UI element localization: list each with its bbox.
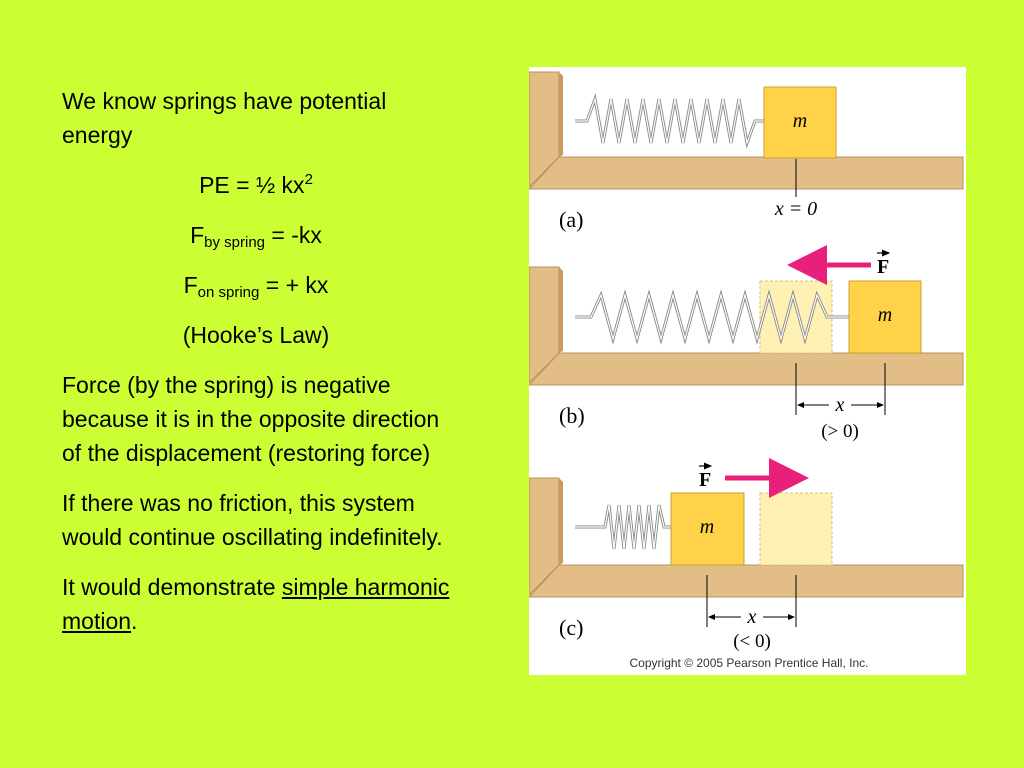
copyright-text: Copyright © 2005 Pearson Prentice Hall, … [630,656,869,670]
force-label-c: F [699,469,711,491]
svg-text:m: m [793,110,807,132]
force-label-b: F [877,256,889,278]
position-label-a: x = 0 [774,198,817,220]
sign-label-b: (> 0) [821,421,859,442]
force-explanation: Force (by the spring) is negative becaus… [62,372,440,466]
displacement-label-b: x [835,394,845,416]
floor-a [529,156,964,190]
panel-b: m F x (> 0) (b) [529,245,964,442]
panel-b-label: (b) [559,403,585,428]
panel-c: m F x (< 0) (c) [529,458,964,652]
svg-text:m: m [878,304,892,326]
mass-block-a [763,86,837,159]
hookes-law-label: (Hooke’s Law) [182,322,330,348]
floor-c [529,564,964,598]
spring-mass-figure: m x = 0 (a) m F x (> 0) (b) [529,67,966,675]
svg-text:m: m [700,516,714,538]
mass-block-c [670,492,745,566]
floor-b [529,352,964,386]
intro-text: We know springs have potential energy [62,88,387,148]
simple-harmonic-motion-link[interactable]: simple harmonic motion [62,574,450,634]
force-on-spring-formula: Fon spring = + kx [183,272,329,301]
pe-formula: PE = ½ kx2 [199,171,313,198]
friction-text: If there was no friction, this system wo… [62,490,443,550]
ghost-block-c [759,492,833,566]
mass-block-b [848,280,922,354]
ghost-block-b [759,280,833,354]
sign-label-c: (< 0) [733,631,771,652]
displacement-label-c: x [747,606,757,628]
panel-a-label: (a) [559,207,583,232]
spring-a [575,93,764,149]
force-by-spring-formula: Fby spring = -kx [190,222,322,251]
demo-text: It would demonstrate simple harmonic mot… [62,574,450,634]
panel-c-label: (c) [559,615,583,640]
slide-text: We know springs have potential energy PE… [62,84,462,654]
panel-a: m x = 0 (a) [529,71,964,232]
